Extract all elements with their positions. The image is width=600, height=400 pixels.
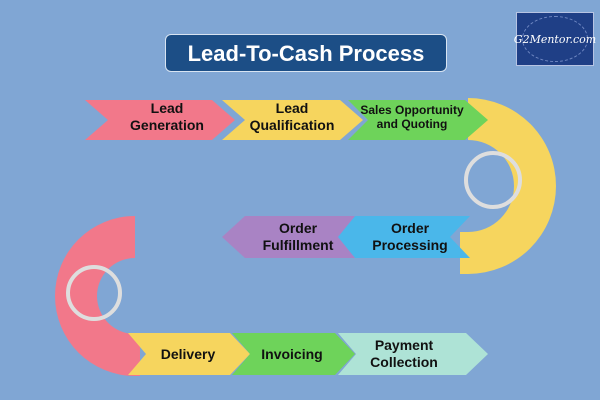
page-title: Lead-To-Cash Process (165, 34, 447, 72)
logo-text: G2Mentor.com (513, 32, 597, 46)
lead-qualification-label: Lead Qualification (249, 100, 335, 133)
delivery-arrow (128, 333, 250, 375)
invoicing-arrow (232, 333, 355, 375)
order-processing-label: Order Processing (372, 220, 448, 253)
upper-loop-ring (464, 151, 522, 209)
payment-collection-arrow (338, 333, 488, 375)
upper-loop-band (460, 98, 556, 274)
lower-loop-band (55, 216, 140, 376)
lead-qualification-arrow (222, 100, 363, 140)
invoicing-label: Invoicing (261, 346, 323, 362)
sales-opportunity-label: Sales Opportunity and Quoting (360, 103, 464, 132)
lead-generation-label: Lead Generation (130, 100, 204, 133)
logo-ring (522, 16, 588, 62)
order-fulfillment-arrow (222, 216, 355, 258)
lead-generation-arrow (85, 100, 235, 140)
order-fulfillment-label: Order Fulfillment (262, 220, 334, 253)
payment-collection-label: Payment Collection (370, 337, 438, 370)
lower-loop-ring (66, 265, 122, 321)
order-processing-arrow (336, 216, 470, 258)
delivery-label: Delivery (160, 346, 216, 362)
g2mentor-logo: G2Mentor.com (513, 12, 597, 66)
sales-opportunity-arrow (348, 100, 488, 140)
